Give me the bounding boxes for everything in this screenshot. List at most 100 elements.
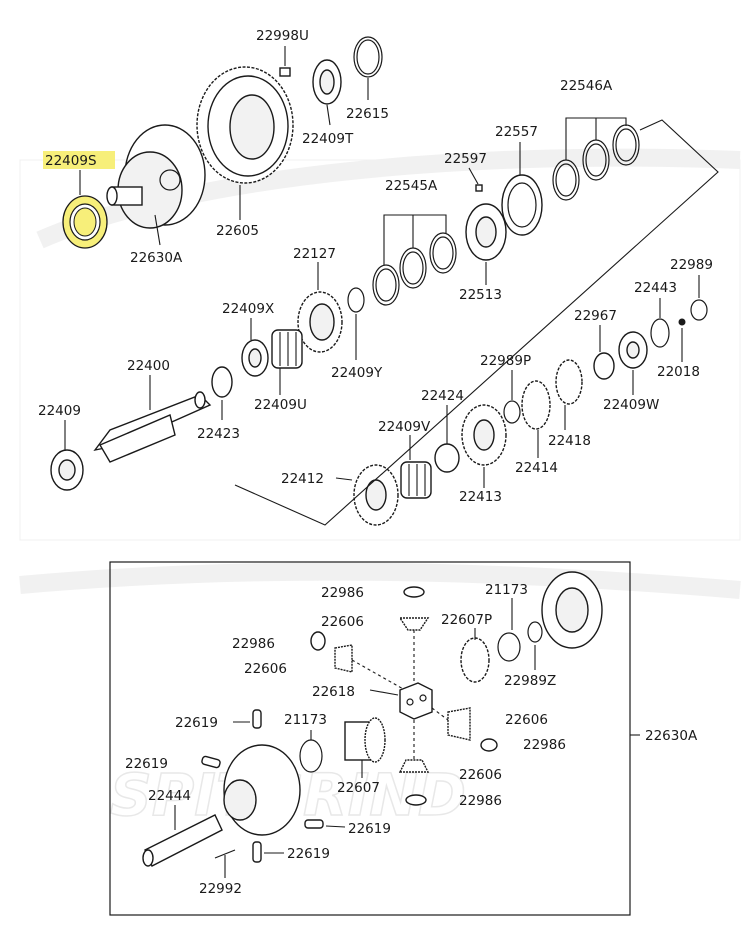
label-21173-b[interactable]: 21173 bbox=[284, 712, 327, 728]
label-22630A-box[interactable]: 22630A bbox=[645, 728, 698, 744]
label-22557[interactable]: 22557 bbox=[495, 124, 538, 140]
part-gear-22412[interactable] bbox=[353, 464, 399, 526]
part-pin-22619-c[interactable] bbox=[304, 819, 324, 829]
label-22606-b[interactable]: 22606 bbox=[244, 661, 287, 677]
label-22418[interactable]: 22418 bbox=[548, 433, 591, 449]
label-22409[interactable]: 22409 bbox=[38, 403, 81, 419]
part-washer-22986-d[interactable] bbox=[405, 794, 427, 806]
label-22444[interactable]: 22444 bbox=[148, 788, 191, 804]
label-22409S[interactable]: 22409S bbox=[45, 153, 97, 169]
label-22986-a[interactable]: 22986 bbox=[321, 585, 364, 601]
label-22545A[interactable]: 22545A bbox=[385, 178, 438, 194]
label-22409Y[interactable]: 22409Y bbox=[331, 365, 383, 381]
part-ring-22989P[interactable] bbox=[503, 400, 521, 424]
label-22606-a[interactable]: 22606 bbox=[321, 614, 364, 630]
label-22986-c[interactable]: 22986 bbox=[523, 737, 566, 753]
part-diff-housing[interactable] bbox=[223, 744, 301, 836]
label-22409T[interactable]: 22409T bbox=[302, 131, 354, 147]
part-22409S[interactable] bbox=[62, 195, 108, 249]
label-22409X[interactable]: 22409X bbox=[222, 301, 274, 317]
part-bearing-22409W[interactable] bbox=[618, 331, 648, 369]
label-22409V[interactable]: 22409V bbox=[378, 419, 431, 435]
part-sleeve-22424[interactable] bbox=[434, 443, 460, 473]
label-22986-d[interactable]: 22986 bbox=[459, 793, 502, 809]
part-pinion-22606-c[interactable] bbox=[447, 707, 471, 741]
part-washer-22986-a[interactable] bbox=[403, 586, 425, 598]
part-washer-22423[interactable] bbox=[211, 366, 233, 398]
label-22424[interactable]: 22424 bbox=[421, 388, 464, 404]
label-22546A[interactable]: 22546A bbox=[560, 78, 613, 94]
part-gear-22127[interactable] bbox=[297, 291, 343, 353]
label-22400[interactable]: 22400 bbox=[127, 358, 170, 374]
part-synchro-22545A[interactable] bbox=[372, 232, 457, 306]
part-pinion-22606-d[interactable] bbox=[398, 759, 430, 773]
label-22606-c[interactable]: 22606 bbox=[505, 712, 548, 728]
part-washer-22986-b[interactable] bbox=[310, 631, 326, 651]
label-22409W[interactable]: 22409W bbox=[603, 397, 659, 413]
part-gear-22418[interactable] bbox=[555, 359, 583, 405]
part-ball-22018[interactable] bbox=[678, 318, 686, 326]
label-22605[interactable]: 22605 bbox=[216, 223, 259, 239]
part-ring-21173-a[interactable] bbox=[497, 632, 521, 662]
part-pin-22619-a[interactable] bbox=[252, 709, 262, 729]
part-ring-22989[interactable] bbox=[690, 299, 708, 321]
part-case-22630A-box[interactable] bbox=[541, 571, 603, 649]
part-side-gear-22607[interactable] bbox=[344, 717, 386, 763]
label-22018[interactable]: 22018 bbox=[657, 364, 700, 380]
part-collar-22967[interactable] bbox=[593, 352, 615, 380]
label-22989P[interactable]: 22989P bbox=[480, 353, 531, 369]
label-22443[interactable]: 22443 bbox=[634, 280, 677, 296]
part-gear-22414[interactable] bbox=[521, 380, 551, 430]
label-22607P[interactable]: 22607P bbox=[441, 612, 492, 628]
part-ring-gear[interactable] bbox=[196, 66, 294, 184]
label-22619-b[interactable]: 22619 bbox=[125, 756, 168, 772]
label-22615[interactable]: 22615 bbox=[346, 106, 389, 122]
label-22409U[interactable]: 22409U bbox=[254, 397, 307, 413]
label-22413[interactable]: 22413 bbox=[459, 489, 502, 505]
part-pin-22619-d[interactable] bbox=[252, 841, 262, 863]
label-22597[interactable]: 22597 bbox=[444, 151, 487, 167]
label-22967[interactable]: 22967 bbox=[574, 308, 617, 324]
label-22989Z[interactable]: 22989Z bbox=[504, 673, 556, 689]
part-needle-bearing-22409U[interactable] bbox=[271, 329, 303, 369]
part-needle-22409V[interactable] bbox=[400, 461, 432, 499]
label-22607[interactable]: 22607 bbox=[337, 780, 380, 796]
part-cross-block-22618[interactable] bbox=[399, 682, 433, 720]
label-22619-c[interactable]: 22619 bbox=[348, 821, 391, 837]
part-bearing-22409[interactable] bbox=[50, 449, 84, 491]
part-shaft-22400[interactable] bbox=[93, 391, 212, 463]
part-bearing-22409X[interactable] bbox=[241, 339, 269, 377]
label-22989-top[interactable]: 22989 bbox=[670, 257, 713, 273]
label-22630A-top[interactable]: 22630A bbox=[130, 250, 183, 266]
label-22992[interactable]: 22992 bbox=[199, 881, 242, 897]
label-22606-d[interactable]: 22606 bbox=[459, 767, 502, 783]
part-pinion-22606-b[interactable] bbox=[334, 644, 353, 673]
part-pin-22619-b[interactable] bbox=[201, 755, 221, 769]
label-22412[interactable]: 22412 bbox=[281, 471, 324, 487]
part-pinion-22606-a[interactable] bbox=[398, 617, 430, 631]
part-washer-22986-c[interactable] bbox=[480, 738, 498, 752]
part-snap-ring-22615[interactable] bbox=[353, 36, 383, 78]
part-shaft-22444[interactable] bbox=[142, 814, 223, 867]
part-ring-22443[interactable] bbox=[650, 318, 670, 348]
label-22619-d[interactable]: 22619 bbox=[287, 846, 330, 862]
part-sleeve-22557[interactable] bbox=[501, 174, 543, 236]
part-gear-22607P[interactable] bbox=[460, 637, 490, 683]
label-22414[interactable]: 22414 bbox=[515, 460, 558, 476]
label-22513[interactable]: 22513 bbox=[459, 287, 502, 303]
label-22986-b[interactable]: 22986 bbox=[232, 636, 275, 652]
label-22127[interactable]: 22127 bbox=[293, 246, 336, 262]
part-seal-22409T[interactable] bbox=[312, 59, 342, 105]
part-bolt[interactable] bbox=[279, 46, 291, 77]
part-ring-22409Y[interactable] bbox=[347, 287, 365, 313]
part-pin-22597[interactable] bbox=[475, 184, 483, 192]
part-hub-22513[interactable] bbox=[465, 203, 507, 261]
label-22618[interactable]: 22618 bbox=[312, 684, 355, 700]
part-pin-22992[interactable] bbox=[214, 849, 236, 859]
label-22423[interactable]: 22423 bbox=[197, 426, 240, 442]
part-differential-case[interactable] bbox=[106, 124, 206, 229]
label-22998U[interactable]: 22998U bbox=[256, 28, 309, 44]
part-gear-22413[interactable] bbox=[461, 404, 507, 466]
label-21173-a[interactable]: 21173 bbox=[485, 582, 528, 598]
label-22619-a[interactable]: 22619 bbox=[175, 715, 218, 731]
